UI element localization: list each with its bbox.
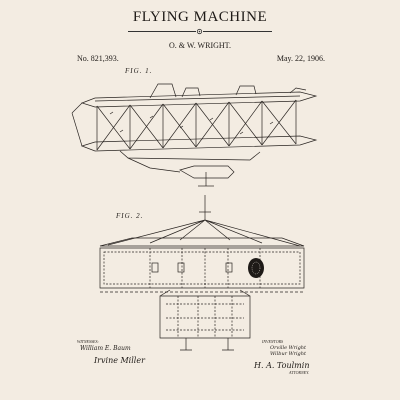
figure-2-label: FIG. 2. (116, 212, 144, 220)
witnesses-label: WITNESSES: (77, 339, 99, 344)
patent-inventors: O. & W. WRIGHT. (169, 41, 231, 50)
attorney-signature: H. A. Toulmin (254, 361, 310, 370)
figure-1-label: FIG. 1. (125, 67, 153, 75)
patent-date: May. 22, 1906. (276, 54, 325, 63)
patent-number: No. 821,393. (77, 54, 119, 63)
witness-2-signature: Irvine Miller (94, 356, 145, 365)
engine-icon (248, 258, 264, 278)
figure-1-side-view (71, 83, 318, 187)
inventor-1-signature: Orville Wright (270, 345, 306, 351)
patent-title: FLYING MACHINE (132, 9, 268, 25)
inventors-label: INVENTORS (262, 339, 284, 344)
attorney-label: ATTORNEY. (289, 370, 309, 375)
figure-2-front-view (99, 195, 305, 351)
inventor-2-signature: Wilbur Wright (270, 351, 306, 357)
witness-1-signature: William E. Baum (80, 345, 131, 352)
ornament-icon (196, 28, 203, 35)
